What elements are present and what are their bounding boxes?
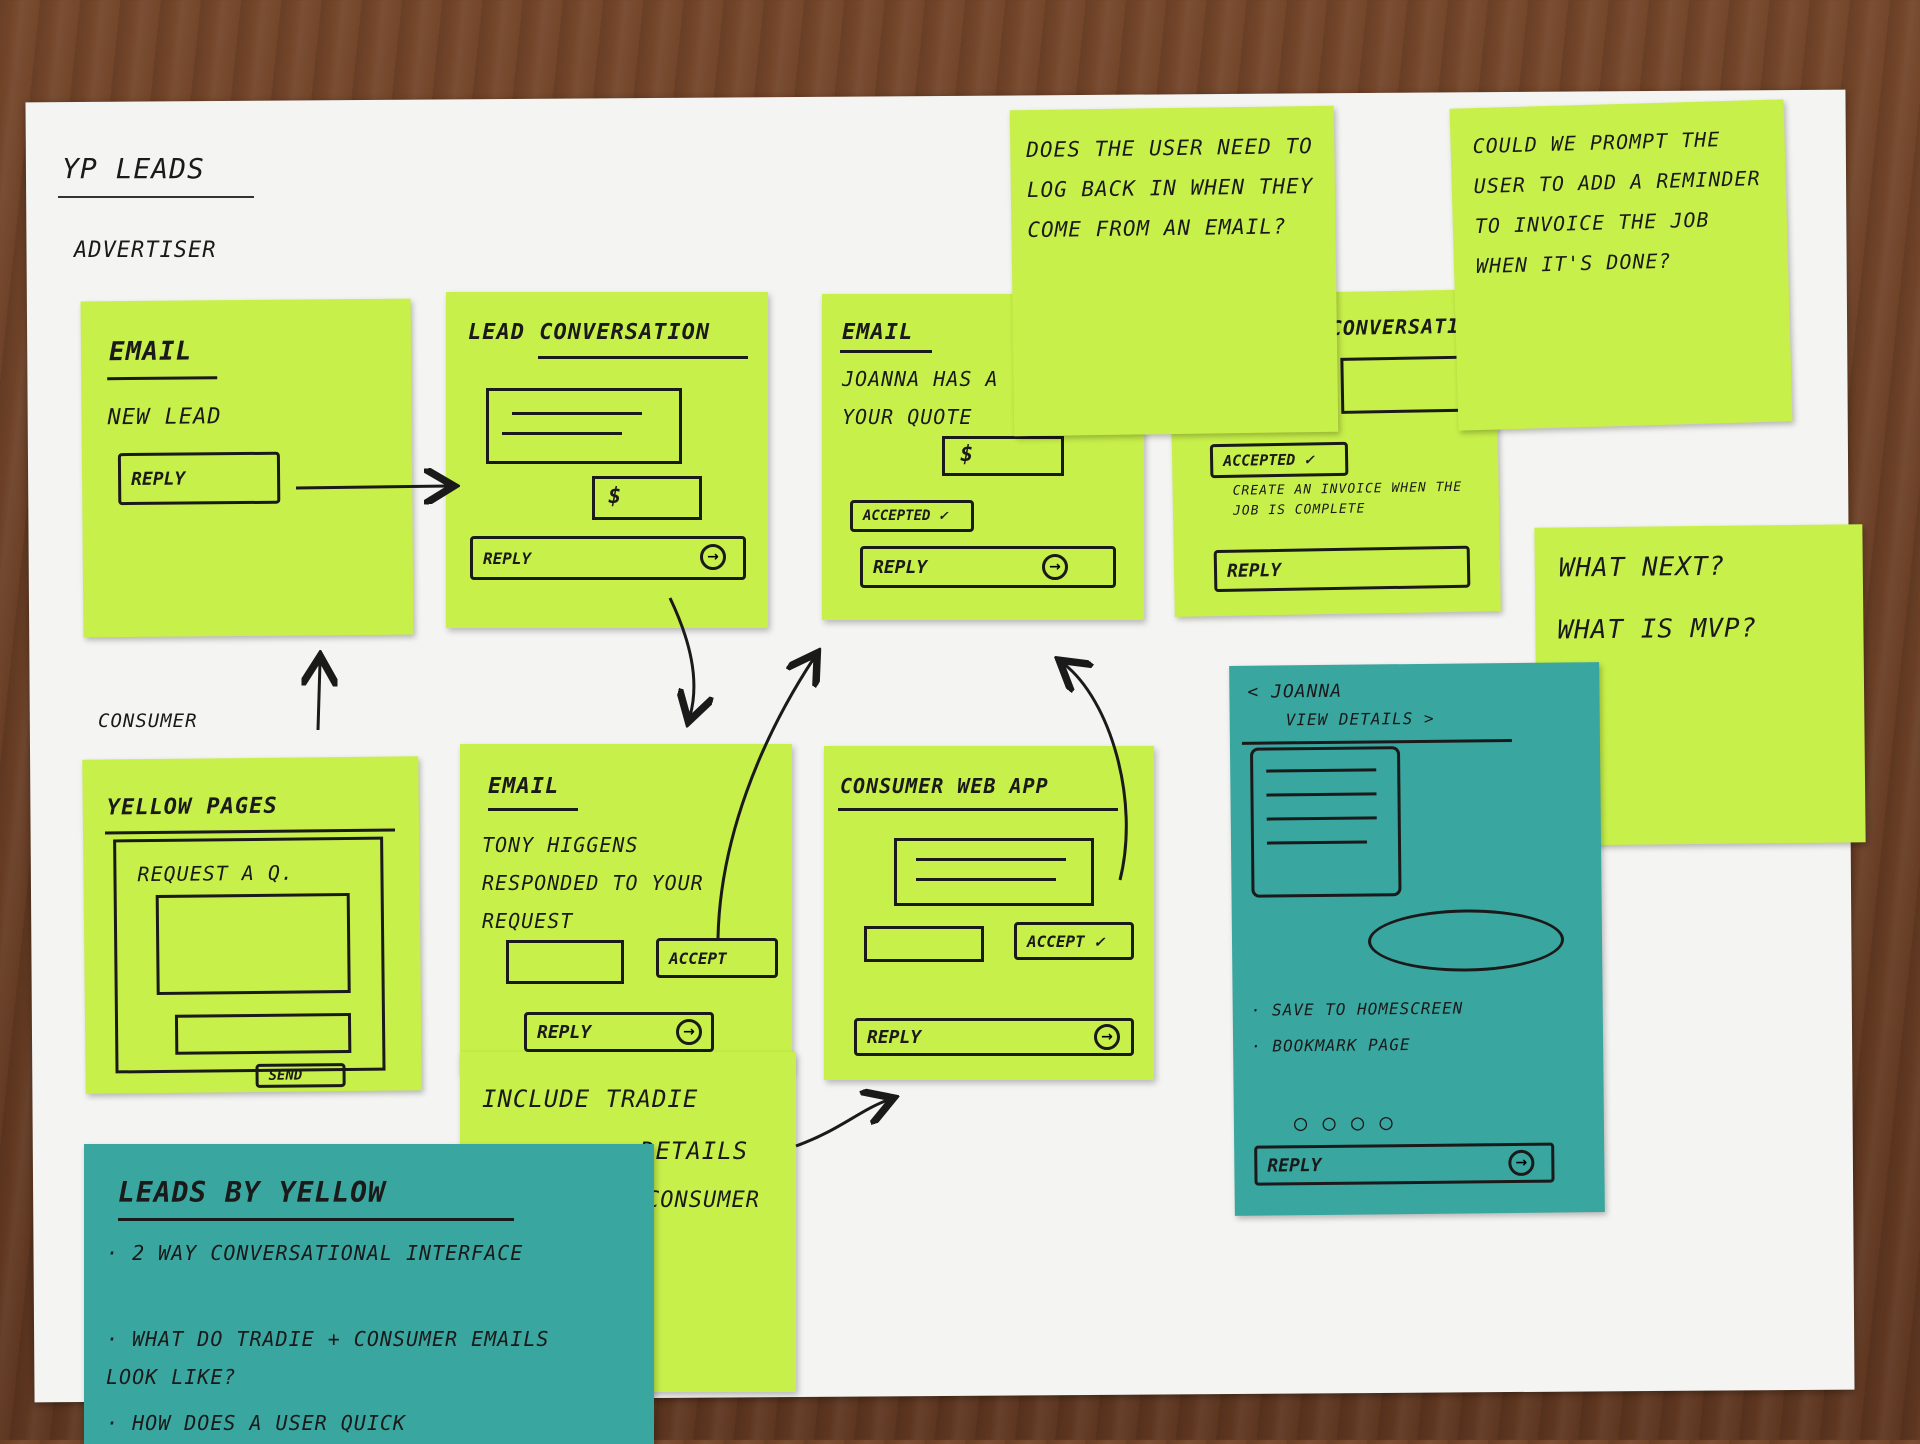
note-lead-conversation: LEAD CONVERSATION $ REPLY →: [446, 292, 768, 628]
note-heading: EMAIL: [488, 774, 560, 799]
board-title: YP LEADS: [62, 152, 205, 185]
heading-underline: [840, 350, 932, 353]
arrow-tradie-to-web-app: [795, 1100, 888, 1148]
message-bubble-sketch: [486, 388, 682, 464]
bullet-3: · HOW DOES A USER QUICK: [106, 1411, 406, 1435]
bullet-1: · 2 WAY CONVERSATIONAL INTERFACE: [106, 1241, 524, 1265]
note-heading: LEADS BY YELLOW: [118, 1176, 386, 1209]
title-underline: [58, 196, 254, 198]
message-line: [916, 858, 1066, 861]
note-heading: EMAIL: [842, 320, 914, 345]
note-heading: LEAD CONVERSATION: [468, 320, 711, 345]
send-icon: →: [676, 1019, 702, 1045]
quote-bubble-sketch: [864, 926, 984, 962]
note-line-3: CONSUMER: [646, 1188, 760, 1213]
send-icon: →: [1094, 1024, 1120, 1050]
heading-underline: [488, 808, 578, 811]
heading-underline: [838, 808, 1118, 811]
reply-bar-sketch: REPLY: [524, 1012, 714, 1052]
reply-bar-sketch: REPLY: [860, 546, 1116, 588]
note-text: TONY HIGGENS RESPONDED TO YOUR REQUEST: [482, 833, 704, 933]
accepted-badge-sketch: ACCEPTED ✓: [850, 500, 974, 532]
note-email-responded: EMAIL TONY HIGGENS RESPONDED TO YOUR REQ…: [460, 744, 792, 1074]
reply-bar-sketch: REPLY: [854, 1018, 1134, 1056]
quote-bubble-sketch: [592, 476, 702, 520]
send-icon: →: [1042, 554, 1068, 580]
bullet-2: · WHAT DO TRADIE + CONSUMER EMAILS LOOK …: [106, 1327, 550, 1389]
note-line-1: INCLUDE TRADIE: [482, 1085, 699, 1113]
arrow-yellow-pages-up: [318, 662, 320, 731]
heading-underline: [118, 1218, 514, 1221]
note-consumer-web-app: CONSUMER WEB APP ACCEPT ✓ REPLY →: [824, 746, 1154, 1080]
quote-bubble-sketch: [942, 436, 1064, 476]
note-leads-by-yellow: LEADS BY YELLOW · 2 WAY CONVERSATIONAL I…: [84, 1144, 654, 1444]
accept-button-sketch: ACCEPT: [656, 938, 778, 978]
quote-bubble-sketch: [506, 940, 624, 984]
arrow-conversation-down: [668, 597, 694, 716]
note-text: JOANNA HAS A YOUR QUOTE: [842, 367, 999, 429]
arrow-email-to-conversation: [295, 486, 448, 488]
send-icon: →: [700, 544, 726, 570]
heading-underline: [538, 356, 748, 359]
reply-bar-sketch: REPLY: [470, 536, 746, 580]
quote-amount: $: [608, 484, 623, 509]
message-line: [502, 432, 622, 435]
lane-label-advertiser: ADVERTISER: [74, 238, 217, 263]
quote-amount: $: [960, 442, 975, 467]
note-heading: CONSUMER WEB APP: [840, 774, 1049, 798]
accept-button-sketch: ACCEPT ✓: [1014, 922, 1134, 960]
note-line-2: DETAILS: [640, 1137, 749, 1165]
message-line: [512, 412, 642, 415]
arrow-accept-to-email-quote: [716, 658, 814, 939]
message-bubble-sketch: [894, 838, 1094, 906]
lane-label-consumer: CONSUMER: [98, 710, 198, 732]
arrow-web-app-to-conversation: [1064, 664, 1128, 881]
message-line: [916, 878, 1056, 881]
